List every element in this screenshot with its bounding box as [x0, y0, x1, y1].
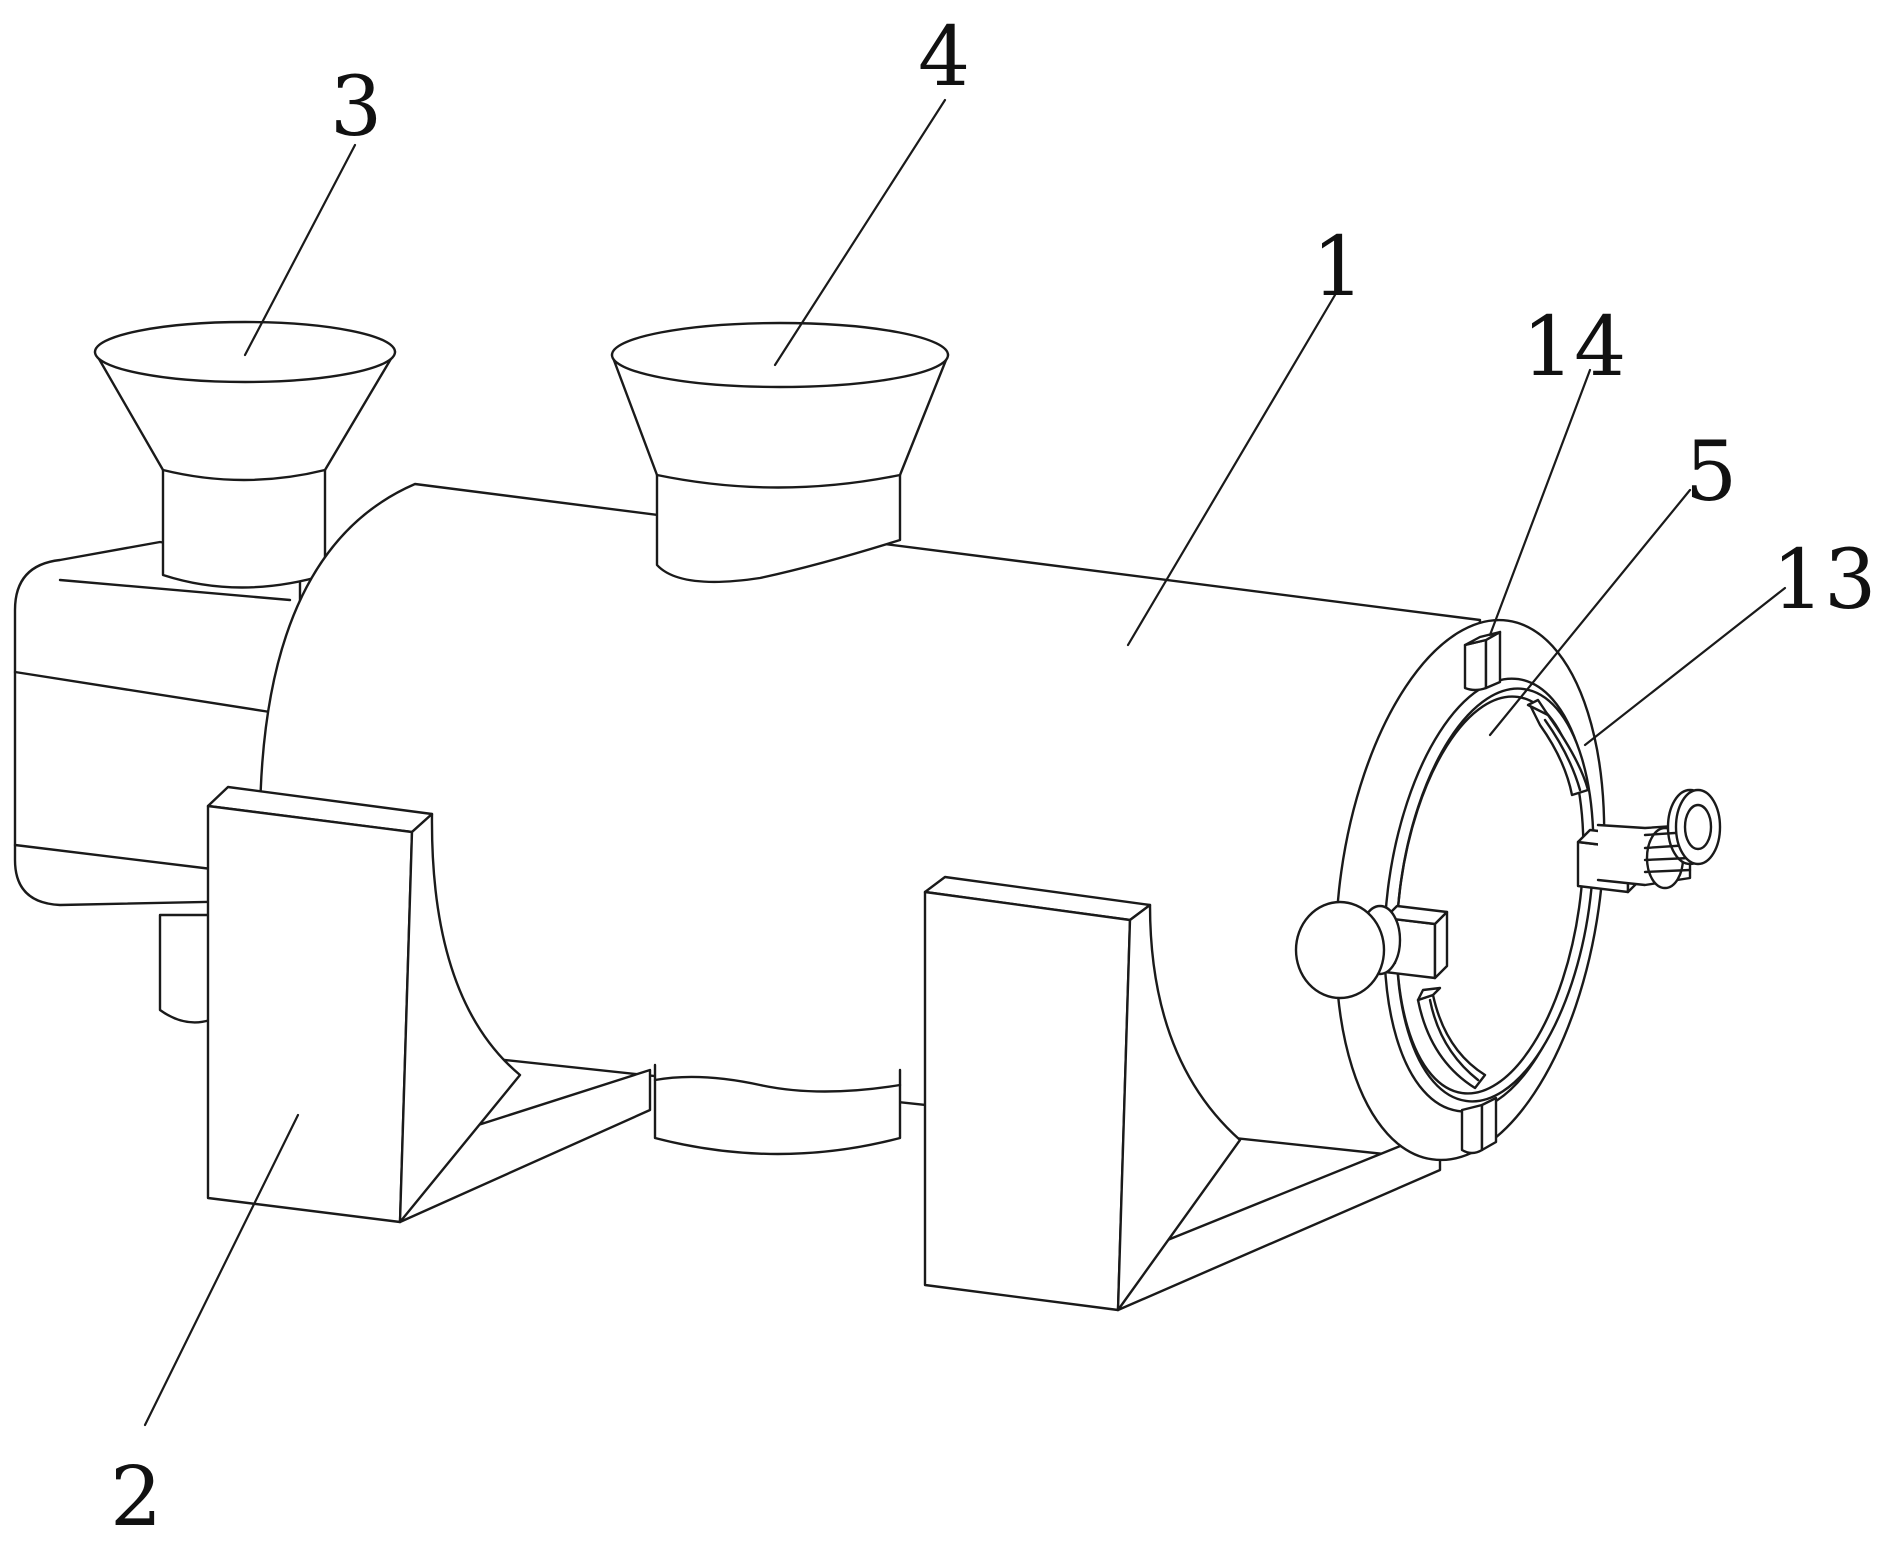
bottom-outlet [653, 1063, 902, 1156]
reference-labels: 1 2 3 4 5 13 14 [110, 10, 1876, 1544]
bolt-assembly-left [1294, 900, 1449, 1000]
arc-slot-lower [1416, 986, 1487, 1090]
leader-3 [243, 143, 357, 357]
bolt-assembly-right [1576, 788, 1722, 894]
end-cover-plate [1395, 687, 1595, 1103]
label-2: 2 [110, 1450, 162, 1544]
hopper-4-neck [655, 473, 902, 584]
label-13: 13 [1772, 533, 1876, 628]
label-1: 1 [1312, 220, 1364, 315]
clip-14-top [1463, 630, 1502, 692]
label-5: 5 [1685, 425, 1737, 520]
leader-13 [1583, 586, 1787, 747]
leader-14 [1488, 368, 1592, 637]
leader-lines [143, 98, 1787, 1427]
support-block-right [923, 875, 1442, 1312]
leader-5 [1488, 488, 1692, 737]
support-block-left [206, 785, 652, 1224]
funnel-3 [93, 320, 397, 482]
label-14: 14 [1522, 300, 1626, 395]
funnel-4 [610, 321, 950, 489]
label-4: 4 [918, 10, 970, 105]
clip-bottom [1460, 1096, 1498, 1155]
hopper-3-neck [161, 468, 327, 589]
arc-slot-upper [1526, 698, 1590, 797]
leader-2 [143, 1113, 300, 1427]
label-3: 3 [330, 60, 382, 155]
leader-4 [773, 98, 947, 367]
leader-1 [1126, 293, 1337, 647]
